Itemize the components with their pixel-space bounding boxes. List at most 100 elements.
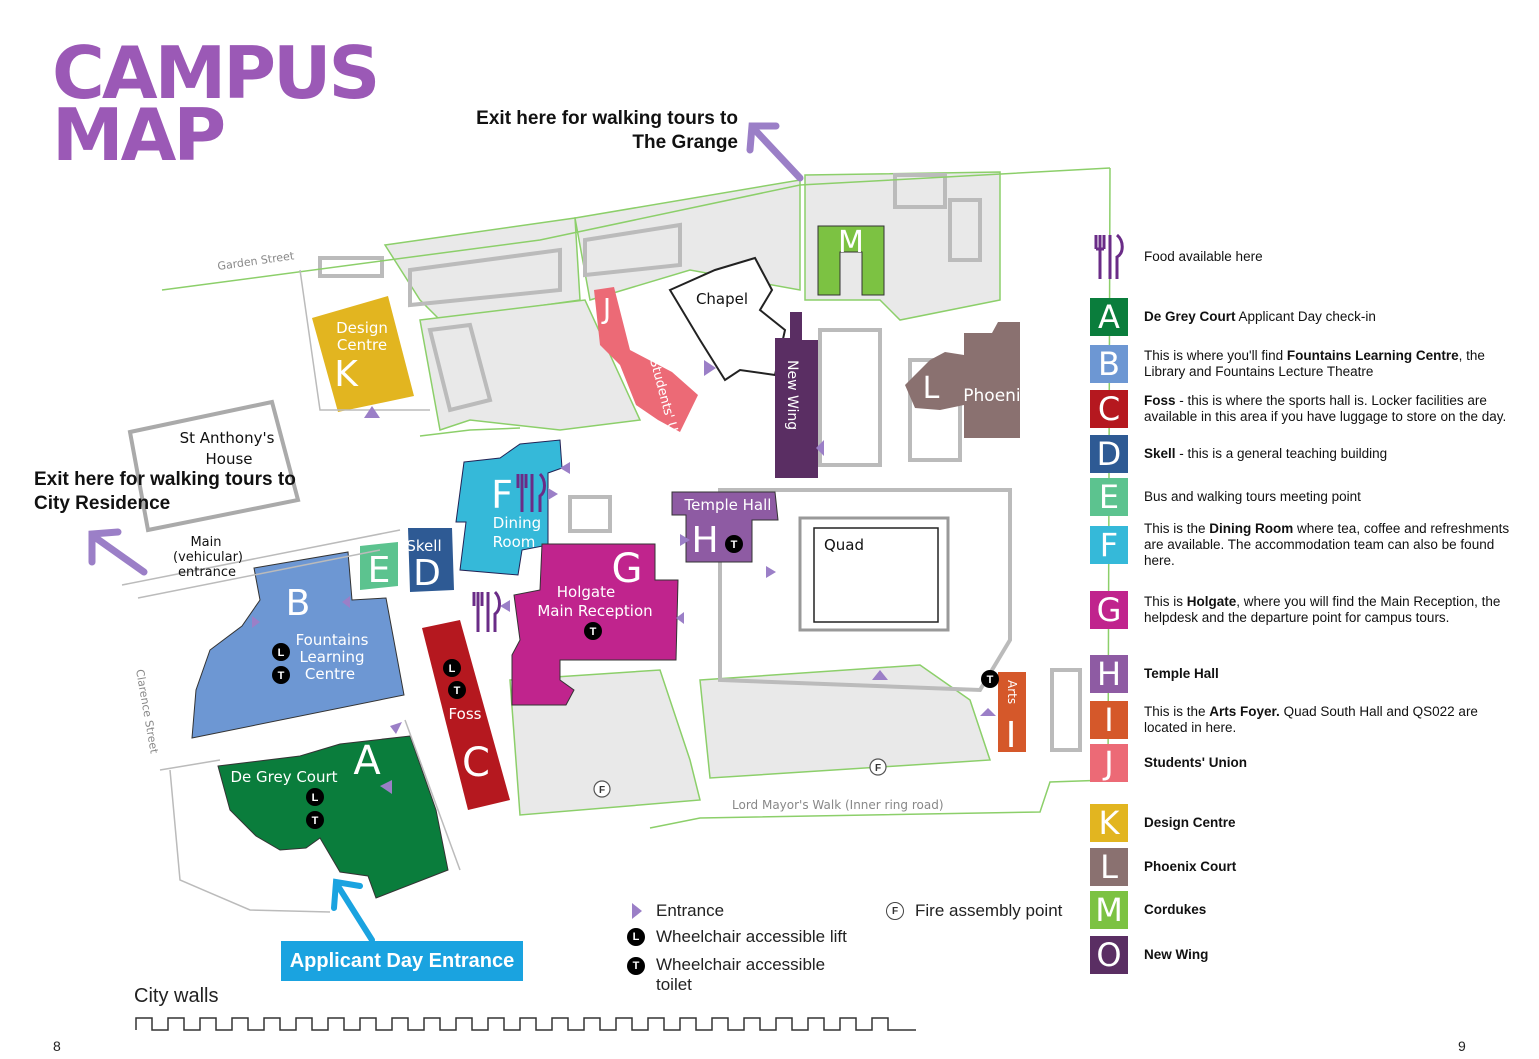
- exit-note-city-2: City Residence: [34, 493, 171, 514]
- exit-note-city-1: Exit here for walking tours to: [34, 469, 296, 490]
- street-lord-mayors: Lord Mayor's Walk (Inner ring road): [732, 798, 944, 812]
- quad-area: [798, 516, 950, 632]
- svg-text:T: T: [312, 815, 319, 827]
- legend-food-text: Food available here: [1144, 249, 1263, 264]
- legend-letter-h: H: [1090, 655, 1128, 693]
- letter-a: A: [353, 738, 381, 784]
- st-anthonys-outline: [127, 399, 301, 533]
- legend-description: Phoenix Court: [1144, 859, 1237, 874]
- building-k-design-centre[interactable]: [312, 296, 414, 412]
- fire-assembly-icon: F: [886, 902, 904, 920]
- label-fountains-3: Centre: [305, 665, 355, 683]
- building-o-new-wing[interactable]: [775, 312, 818, 478]
- key-fire: F Fire assembly point: [885, 901, 1062, 921]
- building-i-arts[interactable]: [998, 672, 1026, 752]
- food-icon-dining: [516, 472, 546, 512]
- legend-description: Design Centre: [1144, 815, 1236, 830]
- svg-text:T: T: [278, 670, 285, 682]
- key-toilet-line-2: toilet: [656, 975, 692, 994]
- svg-text:T: T: [731, 539, 738, 551]
- letter-b: B: [286, 583, 311, 624]
- label-new-wing: New Wing: [784, 360, 800, 430]
- city-walls-label: City walls: [134, 985, 219, 1007]
- letter-e: E: [368, 550, 391, 591]
- toilet-icon: T: [627, 957, 645, 975]
- label-design-centre-2: Centre: [337, 336, 387, 354]
- building-a-de-grey[interactable]: [217, 735, 449, 899]
- food-icon-holgate: [472, 590, 501, 632]
- label-temple-hall: Temple Hall: [684, 496, 772, 514]
- legend-letter-f: F: [1090, 526, 1128, 564]
- building-b-fountains[interactable]: [191, 551, 405, 739]
- label-main-entrance-1: Main: [190, 535, 221, 550]
- building-m-cordukes[interactable]: [817, 225, 885, 296]
- label-fountains-1: Fountains: [296, 631, 369, 649]
- legend-letter-d: D: [1090, 435, 1128, 473]
- label-phoenix: Phoenix: [963, 386, 1030, 406]
- legend-letter-k: K: [1090, 804, 1128, 842]
- svg-text:L: L: [312, 792, 319, 804]
- building-j-students-union[interactable]: [594, 287, 698, 432]
- label-quad: Quad: [824, 536, 864, 554]
- legend-description: Students' Union: [1144, 755, 1247, 770]
- key-lift-label: Wheelchair accessible lift: [656, 927, 847, 946]
- key-entrance: Entrance: [626, 901, 724, 921]
- legend-letter-e: E: [1090, 478, 1128, 516]
- label-de-grey: De Grey Court: [230, 768, 337, 786]
- legend-description: De Grey Court Applicant Day check-in: [1144, 309, 1376, 324]
- map-grounds: [383, 171, 1001, 816]
- legend-item-h: H Temple Hall: [1090, 655, 1514, 693]
- label-st-anthonys-1: St Anthony's: [180, 429, 275, 447]
- label-main-entrance-3: entrance: [178, 565, 236, 580]
- letter-l: L: [923, 371, 940, 406]
- roads: [121, 269, 461, 913]
- page-number-right: 9: [1458, 1038, 1466, 1054]
- building-d-skell[interactable]: [408, 528, 454, 592]
- label-main-entrance-2: (vehicular): [173, 550, 243, 565]
- legend-description: Temple Hall: [1144, 666, 1219, 681]
- legend-description: Skell - this is a general teaching build…: [1144, 446, 1388, 461]
- page-title: CAMPUS MAP: [52, 31, 380, 171]
- exit-arrow-grange: [746, 122, 804, 182]
- letter-g: G: [612, 546, 643, 592]
- svg-text:F: F: [599, 785, 605, 796]
- legend-description: Cordukes: [1144, 902, 1207, 917]
- legend-letter-g: G: [1090, 591, 1128, 629]
- exit-note-city: Exit here for walking tours to City Resi…: [34, 468, 296, 516]
- building-h-temple-hall[interactable]: [671, 491, 779, 563]
- label-fountains-2: Learning: [299, 648, 364, 666]
- label-chapel: Chapel: [696, 290, 748, 308]
- svg-text:L: L: [278, 647, 285, 659]
- letter-c: C: [462, 740, 490, 786]
- key-toilet-label: Wheelchair accessible toilet: [656, 955, 825, 995]
- letter-m: M: [838, 225, 864, 260]
- building-e-bus-point[interactable]: [360, 542, 398, 590]
- label-holgate-1: Holgate: [557, 583, 615, 601]
- exit-note-grange: Exit here for walking tours to The Grang…: [476, 107, 738, 155]
- building-l-phoenix[interactable]: [905, 322, 1020, 438]
- title-line-1: CAMPUS: [52, 31, 380, 115]
- legend-letter-l: L: [1090, 848, 1128, 886]
- accessibility-markers: [272, 535, 999, 829]
- key-fire-label: Fire assembly point: [915, 901, 1063, 920]
- page-number-left: 8: [53, 1038, 61, 1054]
- label-foss: Foss: [449, 705, 482, 723]
- chapel-building: [668, 256, 787, 382]
- fire-assembly-points: [593, 758, 887, 798]
- legend-letter-b: B: [1090, 345, 1128, 383]
- svg-text:T: T: [987, 674, 994, 686]
- legend-letter-j: J: [1090, 744, 1128, 782]
- legend-item-k: K Design Centre: [1090, 804, 1514, 842]
- label-dining-2: Room: [493, 533, 536, 551]
- letter-j: J: [601, 292, 611, 325]
- legend-item-l: L Phoenix Court: [1090, 848, 1514, 886]
- city-walls-line: [135, 1017, 916, 1031]
- legend-item-j: J Students' Union: [1090, 744, 1514, 782]
- legend-letter-i: I: [1090, 701, 1128, 739]
